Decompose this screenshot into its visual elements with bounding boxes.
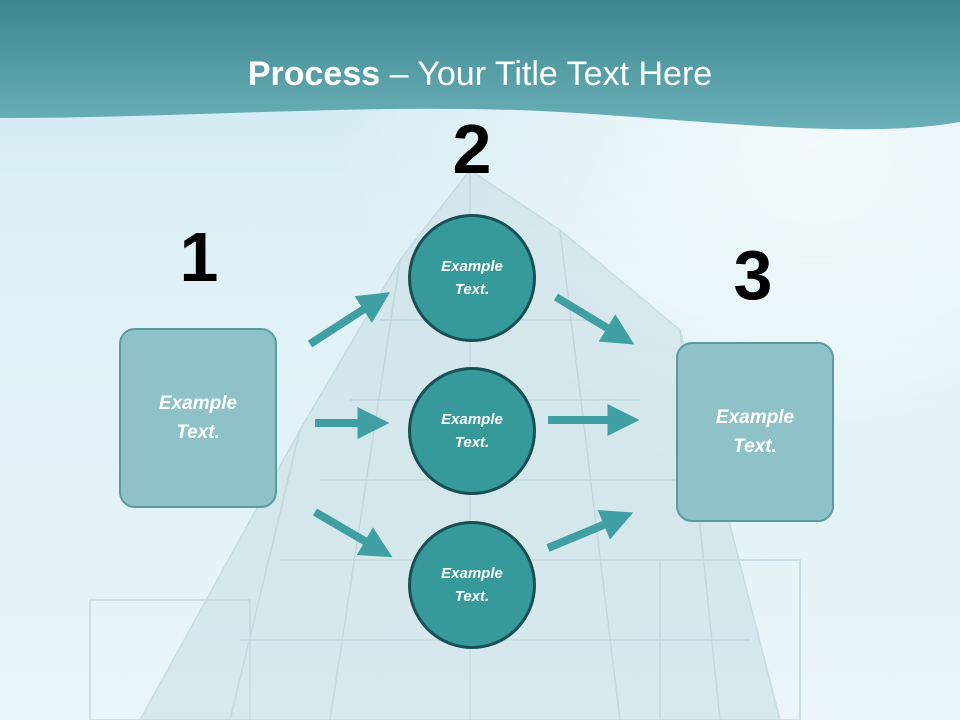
circle-text-middle: Example Text.: [441, 411, 503, 451]
step-1-text: Example Text.: [158, 393, 238, 443]
header-band: [0, 0, 960, 130]
step-2-circle-middle: Example Text.: [408, 367, 536, 495]
slide-title: Process – Your Title Text Here: [0, 52, 960, 96]
title-bold: Process: [247, 55, 381, 93]
step-3-number: 3: [733, 236, 773, 314]
step-3-box: Example Text.: [676, 342, 834, 522]
step-2-number: 2: [452, 110, 492, 188]
step-1-box: Example Text.: [119, 328, 277, 508]
step-2-circle-bottom: Example Text.: [408, 521, 536, 649]
title-rest: – Your Title Text Here: [380, 55, 713, 93]
step-3-text: Example Text.: [715, 407, 795, 457]
step-1-number: 1: [179, 218, 219, 296]
circle-text-top: Example Text.: [441, 258, 503, 298]
circle-text-bottom: Example Text.: [441, 565, 503, 605]
step-2-circle-top: Example Text.: [408, 214, 536, 342]
